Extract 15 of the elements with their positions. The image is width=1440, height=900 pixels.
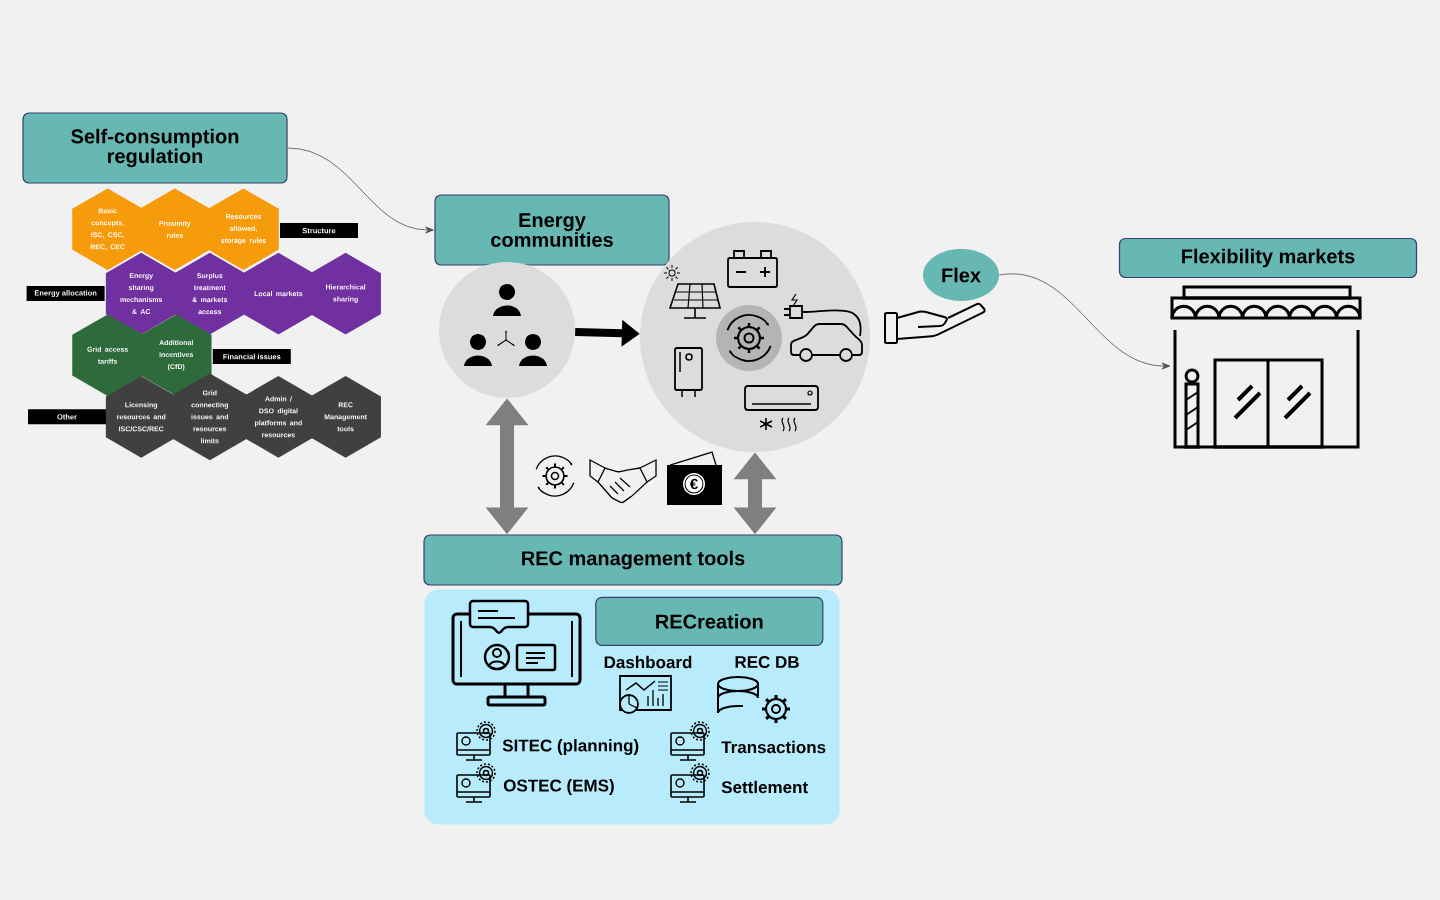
heading-box: Flexibility markets [1118, 237, 1418, 279]
heading-box: Self-consumption regulation [22, 112, 288, 184]
tool-label: OSTEC (EMS) [503, 779, 614, 795]
member-circle [439, 262, 575, 398]
currency-sign: € [689, 478, 698, 490]
tool-label: Settlement [721, 780, 808, 794]
heading-box: RECreation [595, 596, 824, 646]
heading-box: Energy communities [434, 194, 670, 266]
arrow [998, 273, 1171, 370]
heading-box: REC management tools [423, 534, 843, 586]
shop-drawing [1170, 285, 1362, 449]
arrow [287, 147, 434, 234]
tool-label: Transactions [721, 740, 826, 754]
device-circle [640, 222, 870, 452]
tool-label: SITEC (planning) [502, 739, 639, 755]
